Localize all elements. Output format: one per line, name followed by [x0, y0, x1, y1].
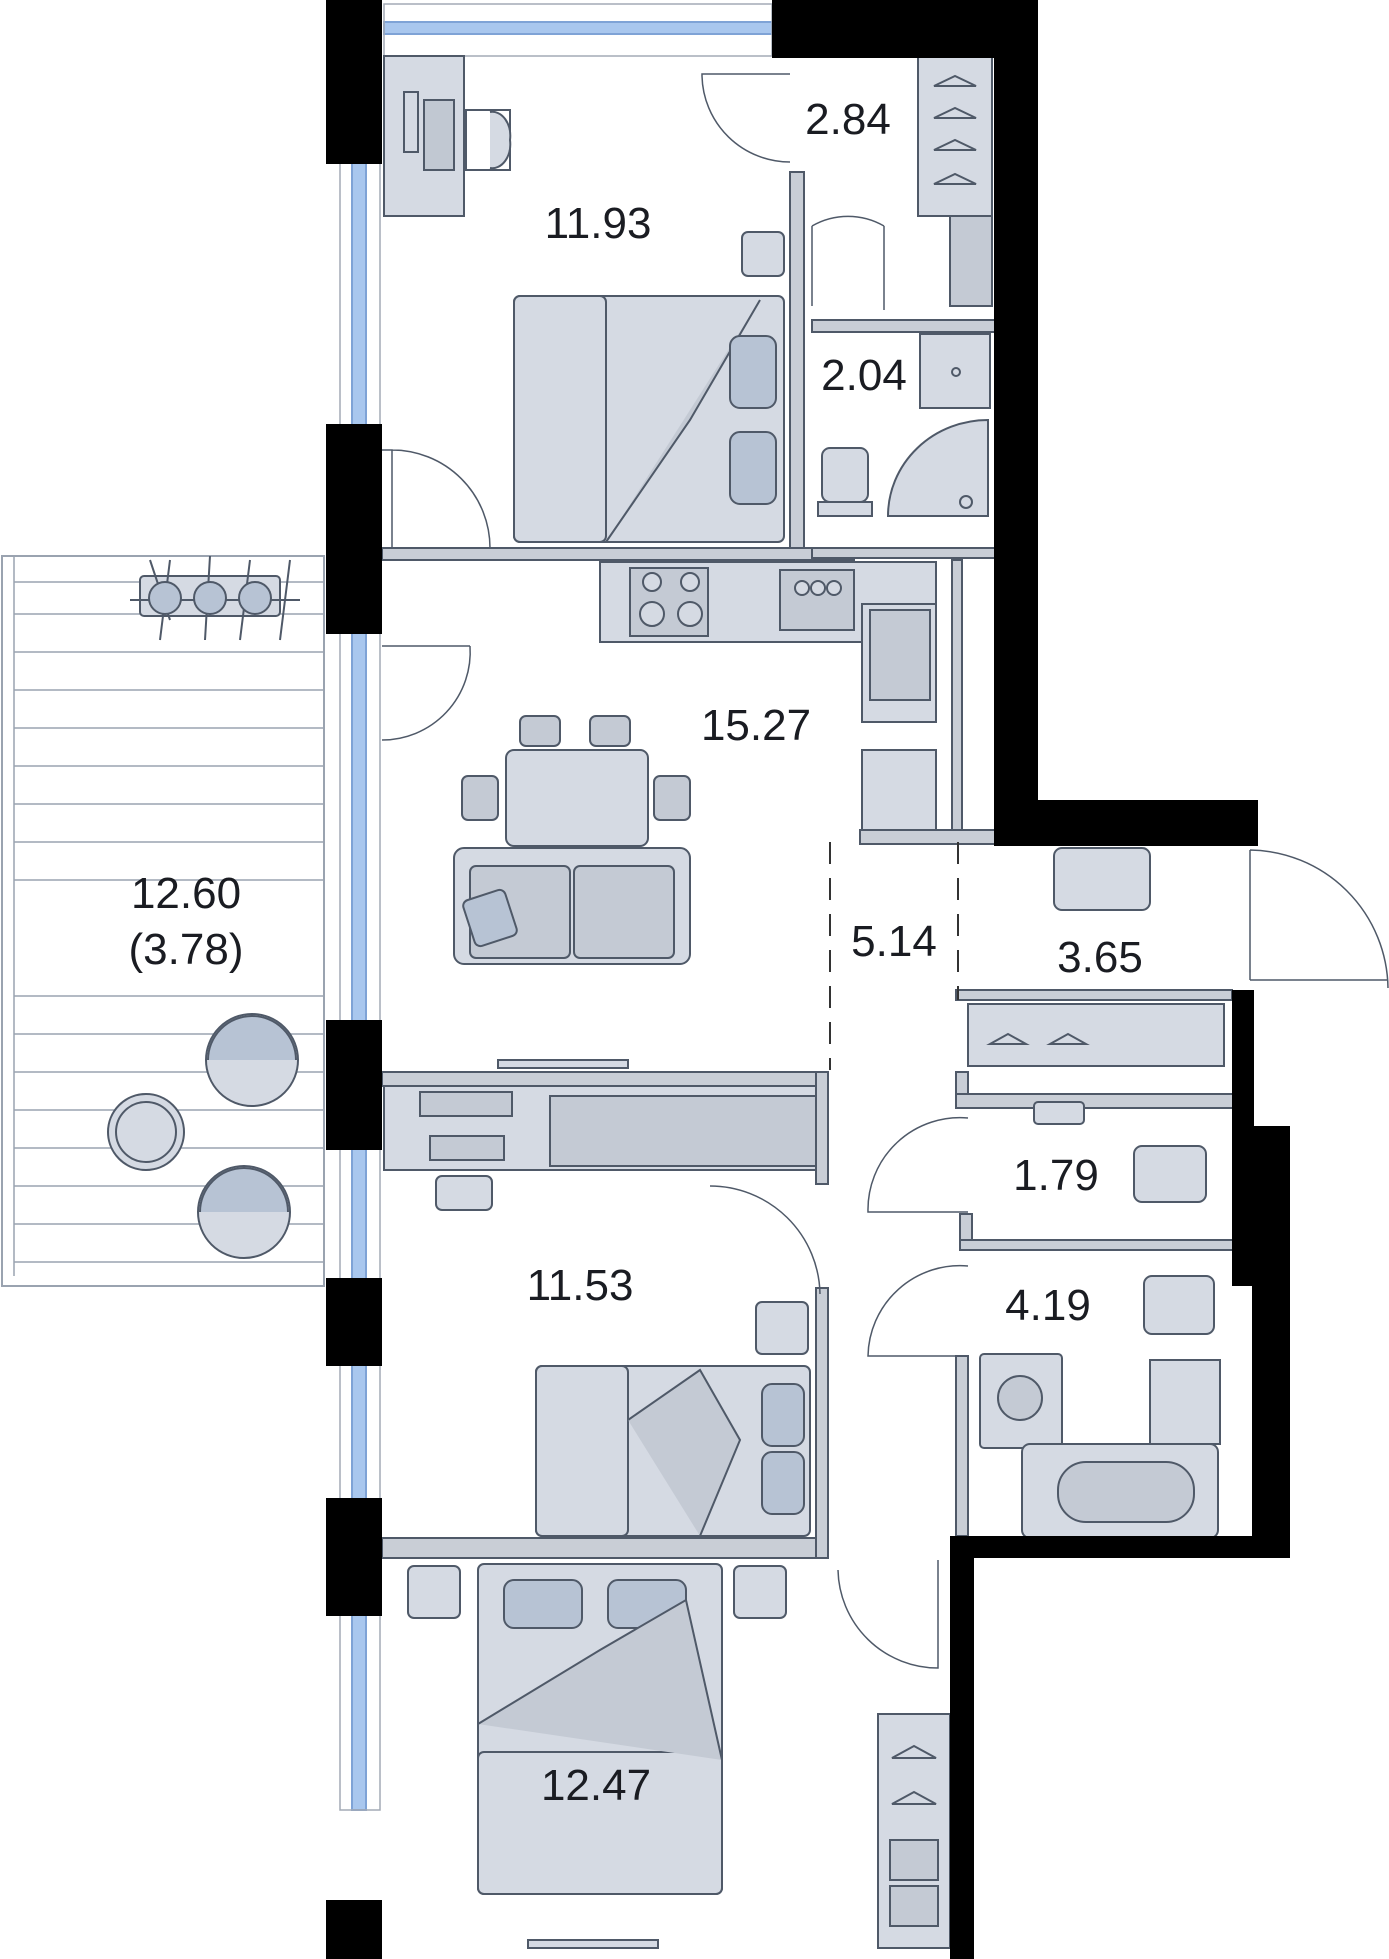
exterior-walls — [326, 0, 1290, 1959]
room-area-label: 2.84 — [805, 94, 891, 144]
wardrobe-rail — [917, 55, 993, 307]
dining-table — [461, 715, 691, 847]
room-area-label: 4.19 — [1005, 1280, 1091, 1330]
double-bed — [477, 1563, 723, 1895]
bench-icon — [1053, 847, 1151, 911]
window-glass — [383, 21, 773, 35]
zone-divider — [829, 842, 959, 1070]
room-area-label: 12.47 — [540, 1760, 652, 1810]
shower-icon — [886, 418, 989, 517]
balcony-reduced-area-label: (3.78) — [128, 924, 244, 974]
tv-icon — [527, 1939, 659, 1949]
double-bed — [513, 295, 785, 543]
plant-icon — [130, 555, 300, 641]
room-area-label: 11.93 — [544, 198, 652, 248]
balcony-area-label: 12.60 — [130, 868, 242, 918]
tv-icon — [497, 1059, 629, 1069]
nightstand-icon — [407, 1565, 461, 1619]
room-area-label: 15.27 — [700, 700, 812, 750]
double-bed — [535, 1365, 811, 1537]
desk-workstation — [383, 55, 512, 217]
doors — [381, 73, 1389, 1669]
toilet-icon — [817, 447, 873, 517]
shoe-rack — [967, 1003, 1225, 1067]
bathroom-fixtures — [979, 1275, 1221, 1539]
side-table-icon — [107, 1093, 185, 1171]
sofa — [453, 847, 691, 965]
lounge-chair-icon — [197, 1165, 291, 1259]
kitchen-counter — [599, 561, 937, 831]
nightstand-icon — [733, 1565, 787, 1619]
room-area-label: 2.04 — [821, 350, 907, 400]
room-area-label: 11.53 — [526, 1260, 634, 1310]
desk-wardrobe — [383, 1085, 817, 1211]
room-area-label: 1.79 — [1013, 1150, 1099, 1200]
nightstand-icon — [755, 1301, 809, 1355]
balcony — [1, 555, 325, 1287]
nightstand-icon — [741, 231, 785, 277]
room-area-label: 3.65 — [1057, 932, 1143, 982]
lounge-chair-icon — [205, 1013, 299, 1107]
wc-fixtures — [1033, 1101, 1207, 1203]
wardrobe-icon — [877, 1713, 951, 1949]
sink-icon — [919, 333, 991, 409]
room-area-label: 5.14 — [851, 916, 937, 966]
